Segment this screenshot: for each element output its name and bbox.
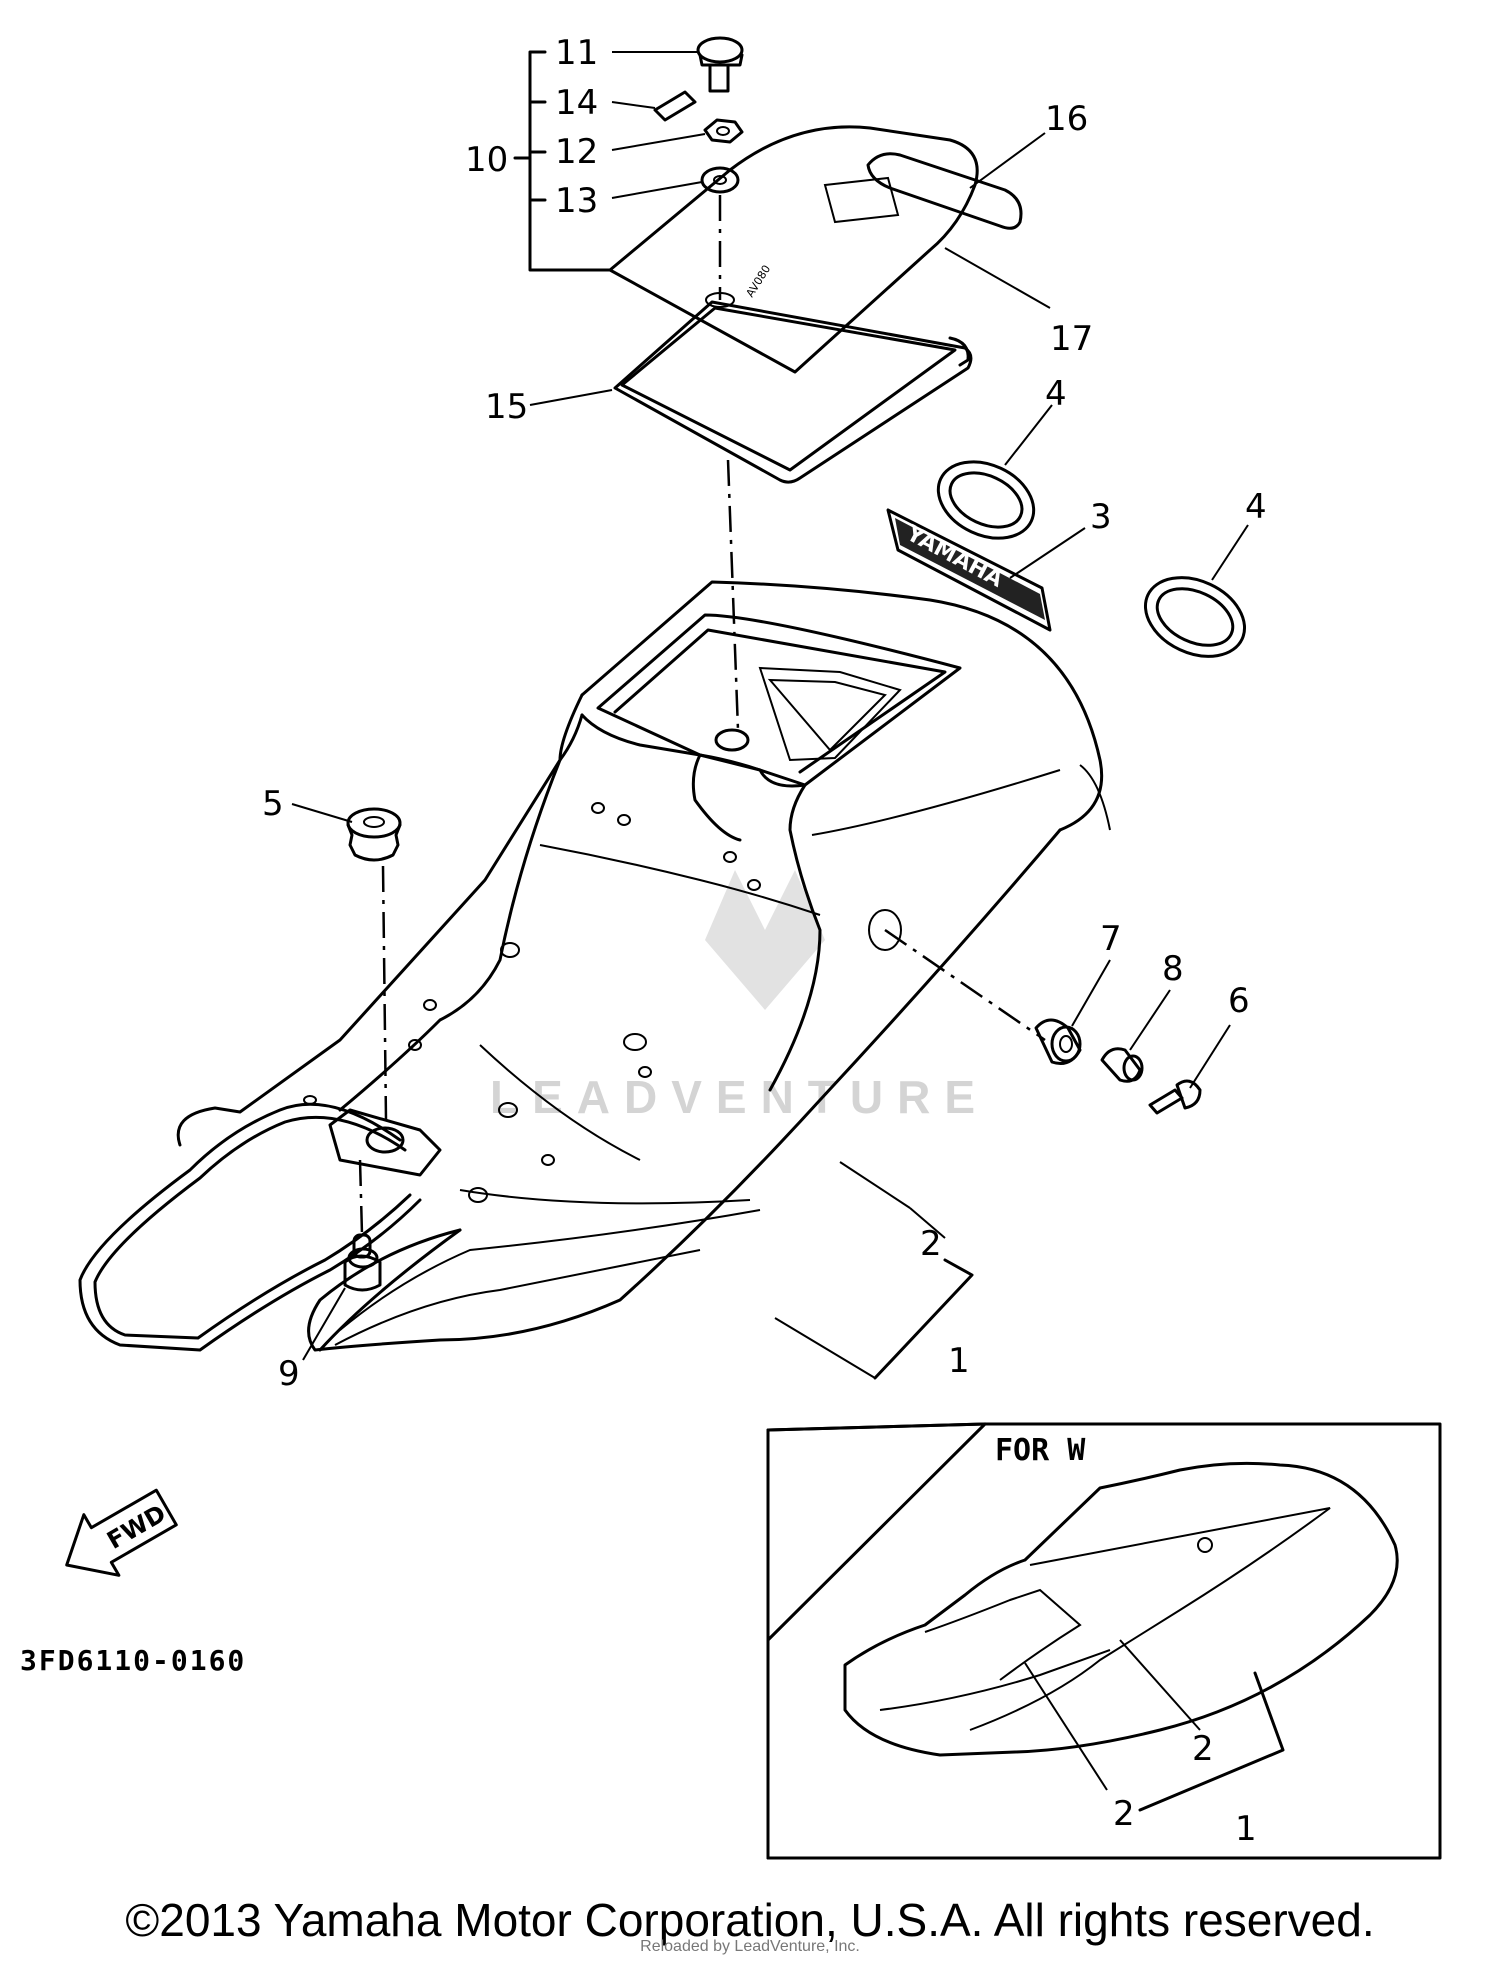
- part-13-washer: [700, 166, 740, 194]
- callout-12: 12: [555, 132, 598, 172]
- callout-11: 11: [555, 33, 598, 73]
- watermark-text: LEADVENTURE: [490, 1071, 989, 1123]
- callout-7: 7: [1100, 919, 1122, 959]
- inset-title: FOR W: [995, 1433, 1086, 1468]
- callout-3: 3: [1090, 497, 1112, 537]
- leader-lines-top: [611, 51, 722, 300]
- callout-6: 6: [1228, 981, 1250, 1021]
- callouts: 11 14 12 13 10 16 17 15 4 4 3 5 7 8 6 2 …: [262, 33, 1267, 1394]
- fwd-arrow: FWD: [65, 1488, 178, 1577]
- callout-17: 17: [1050, 319, 1093, 359]
- copyright-notice: ©2013 Yamaha Motor Corporation, U.S.A. A…: [125, 1894, 1375, 1946]
- sub-credit: Reloaded by LeadVenture, Inc.: [640, 1938, 860, 1955]
- part-6-bolt: [1148, 1079, 1202, 1115]
- inset-callout-1: 1: [1235, 1809, 1257, 1849]
- callout-5: 5: [262, 784, 284, 824]
- callout-13: 13: [555, 181, 598, 221]
- callout-15: 15: [485, 387, 528, 427]
- inset-for-w: FOR W 2 2 1: [766, 1422, 1442, 1860]
- callout-9: 9: [278, 1354, 300, 1394]
- part-16-strip: [866, 152, 1023, 230]
- callout-4-right: 4: [1245, 487, 1267, 527]
- watermark: LEADVENTURE: [490, 870, 989, 1123]
- part-15-gasket: [613, 300, 973, 484]
- callout-10: 10: [465, 140, 508, 180]
- part-4-washer-right: [1143, 576, 1247, 658]
- callout-2: 2: [920, 1224, 942, 1264]
- part-5-grommet: [346, 807, 402, 862]
- part-9-grommet: [343, 1233, 382, 1292]
- callout-4-left: 4: [1045, 374, 1067, 414]
- part-8-collar: [1100, 1047, 1144, 1083]
- svg-text:AV080: AV080: [744, 263, 774, 300]
- part-11-bolt: [696, 36, 744, 93]
- inset-callout-2a: 2: [1192, 1729, 1214, 1769]
- inset-callout-2b: 2: [1113, 1794, 1135, 1834]
- callout-1: 1: [948, 1341, 970, 1381]
- decal-text: YAMAHA: [901, 521, 1007, 593]
- callout-16: 16: [1045, 99, 1088, 139]
- figure-code: 3FD6110-0160: [20, 1644, 246, 1677]
- part-12-nut: [703, 118, 744, 144]
- leader-lines-1-2: [774, 1161, 974, 1380]
- group-10-bracket: [513, 50, 612, 272]
- callout-14: 14: [555, 83, 598, 123]
- callout-8: 8: [1162, 949, 1184, 989]
- part-4-washer-left: [936, 460, 1036, 540]
- seat-cowl-body: [78, 580, 1111, 1352]
- part-14-pin: [653, 90, 697, 122]
- part-7-damper: [1034, 1018, 1082, 1065]
